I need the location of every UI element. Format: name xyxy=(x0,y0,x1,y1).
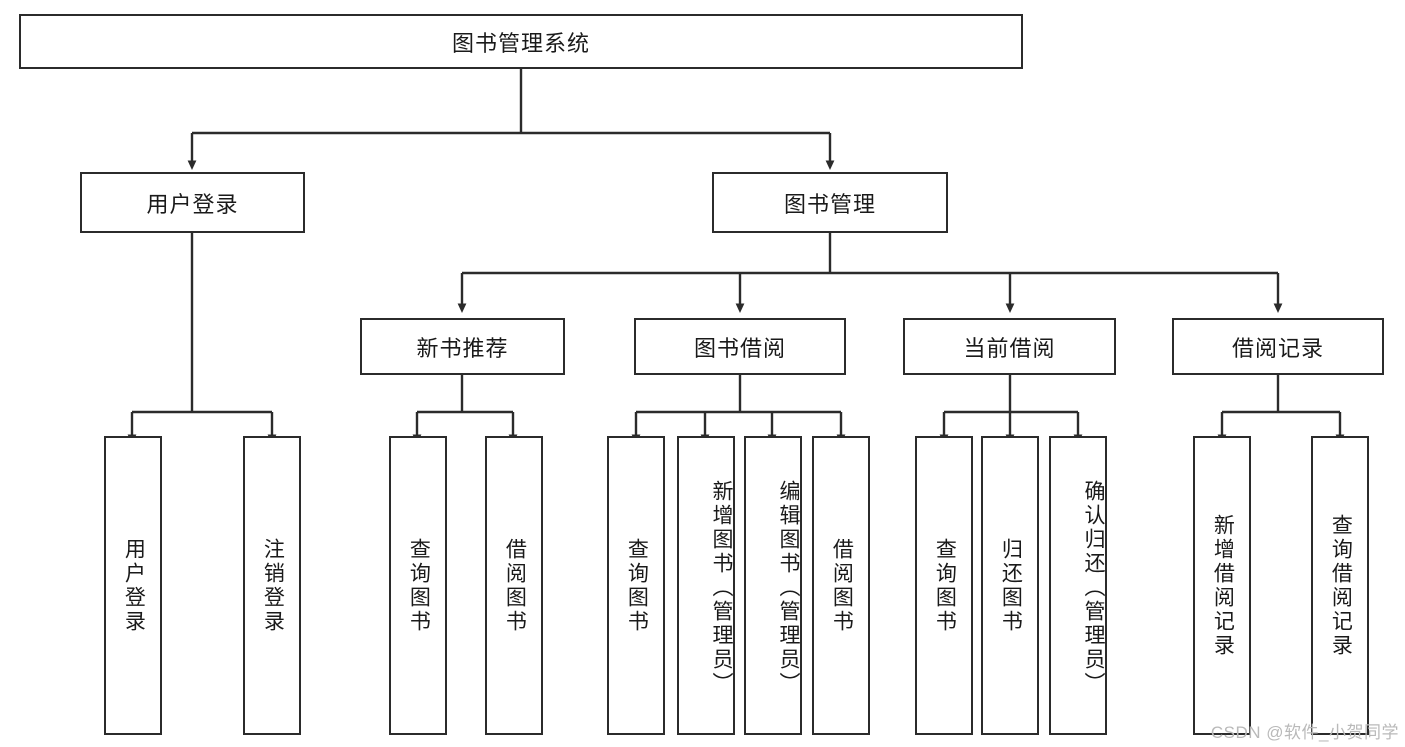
node-label: 借阅记录 xyxy=(1231,335,1324,361)
node-label: 新书推荐 xyxy=(416,335,509,361)
node-label: 新增借阅记录 xyxy=(1211,513,1235,658)
leaf-current-return-book[interactable]: 归还图书 xyxy=(981,436,1039,735)
node-label: 借阅图书 xyxy=(503,537,527,634)
leaf-record-add-record[interactable]: 新增借阅记录 xyxy=(1193,436,1251,735)
node-label: 图书管理系统 xyxy=(451,30,590,56)
node-label: 用户登录 xyxy=(146,191,239,217)
leaf-new-book-borrow-book[interactable]: 借阅图书 xyxy=(485,436,543,735)
node-borrow-record[interactable]: 借阅记录 xyxy=(1172,318,1384,375)
node-user-login[interactable]: 用户登录 xyxy=(80,172,305,233)
node-label: 归还图书 xyxy=(999,537,1023,634)
node-label: 图书借阅 xyxy=(693,335,786,361)
node-new-book-recommend[interactable]: 新书推荐 xyxy=(360,318,565,375)
leaf-user-login-logout[interactable]: 注销登录 xyxy=(243,436,301,735)
node-label: 确认归还（管理员） xyxy=(1082,479,1105,696)
node-label: 新增图书（管理员） xyxy=(710,479,733,696)
node-label: 借阅图书 xyxy=(830,537,854,634)
leaf-current-query-book[interactable]: 查询图书 xyxy=(915,436,973,735)
node-label: 注销登录 xyxy=(261,537,285,634)
leaf-new-book-query-book[interactable]: 查询图书 xyxy=(389,436,447,735)
node-label: 查询借阅记录 xyxy=(1329,513,1353,658)
node-label: 用户登录 xyxy=(122,537,146,634)
leaf-borrow-borrow-book[interactable]: 借阅图书 xyxy=(812,436,870,735)
node-label: 查询图书 xyxy=(625,537,649,634)
leaf-record-query-record[interactable]: 查询借阅记录 xyxy=(1311,436,1369,735)
leaf-user-login-login[interactable]: 用户登录 xyxy=(104,436,162,735)
watermark: CSDN @软件_小贺同学 xyxy=(1210,723,1399,742)
leaf-borrow-add-book-admin[interactable]: 新增图书（管理员） xyxy=(677,436,735,735)
leaf-borrow-query-book[interactable]: 查询图书 xyxy=(607,436,665,735)
node-label: 查询图书 xyxy=(407,537,431,634)
node-book-borrow[interactable]: 图书借阅 xyxy=(634,318,846,375)
node-label: 当前借阅 xyxy=(963,335,1056,361)
node-label: 编辑图书（管理员） xyxy=(777,479,800,696)
leaf-current-confirm-return-admin[interactable]: 确认归还（管理员） xyxy=(1049,436,1107,735)
node-label: 查询图书 xyxy=(933,537,957,634)
node-current-borrow[interactable]: 当前借阅 xyxy=(903,318,1116,375)
node-label: 图书管理 xyxy=(783,191,876,217)
node-book-management[interactable]: 图书管理 xyxy=(712,172,948,233)
node-root-book-management-system[interactable]: 图书管理系统 xyxy=(19,14,1023,69)
leaf-borrow-edit-book-admin[interactable]: 编辑图书（管理员） xyxy=(744,436,802,735)
